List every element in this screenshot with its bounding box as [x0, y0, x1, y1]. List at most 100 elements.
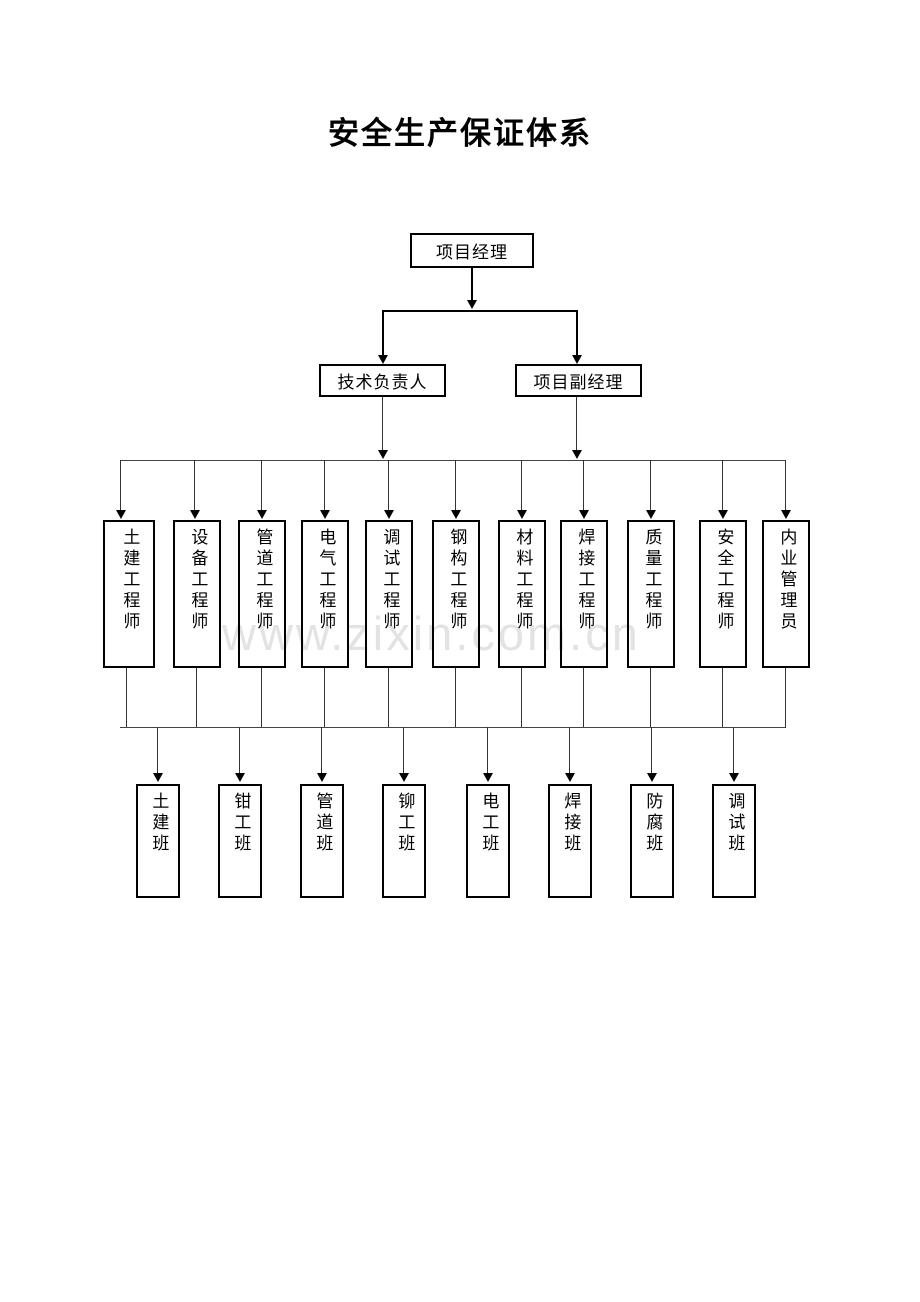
node-anticorrosion-team[interactable]: 防腐班 [630, 784, 674, 898]
node-label: 项目副经理 [533, 373, 624, 392]
connector-l1-down [471, 268, 473, 302]
arrow-l1-to-bus [467, 300, 477, 309]
drop-l4-3 [321, 727, 322, 775]
arrow-l3-6 [451, 510, 461, 519]
drop-l3-11 [785, 460, 786, 512]
node-project-manager[interactable]: 项目经理 [410, 233, 534, 268]
arrow-l4-4 [399, 773, 409, 782]
arrow-l3-8 [579, 510, 589, 519]
watermark-text: www.zixin.com.cn [222, 607, 641, 660]
riser-l3-11 [785, 668, 786, 728]
arrow-l3-2 [190, 510, 200, 519]
node-civil-engineer[interactable]: 土建工程师 [103, 520, 155, 668]
arrow-l3-3 [257, 510, 267, 519]
drop-l4-2 [239, 727, 240, 775]
node-fitter-team[interactable]: 钳工班 [218, 784, 262, 898]
drop-l3-8 [583, 460, 584, 512]
node-label: 调试工程师 [380, 528, 400, 633]
node-label: 土建班 [149, 792, 169, 855]
node-electrical-engineer[interactable]: 电气工程师 [301, 520, 349, 668]
node-safety-engineer[interactable]: 安全工程师 [699, 520, 747, 668]
node-label: 土建工程师 [120, 528, 140, 633]
node-label: 钢构工程师 [447, 528, 467, 633]
connector-bus-left [382, 310, 384, 358]
riser-l3-6 [455, 668, 456, 728]
arrow-l3-4 [320, 510, 330, 519]
drop-l3-7 [521, 460, 522, 512]
arrow-l4-8 [729, 773, 739, 782]
arrow-l4-5 [483, 773, 493, 782]
arrow-l4-7 [647, 773, 657, 782]
arrow-l3-5 [384, 510, 394, 519]
drop-l3-10 [722, 460, 723, 512]
node-label: 焊接工程师 [575, 528, 595, 633]
node-welding-engineer[interactable]: 焊接工程师 [560, 520, 608, 668]
node-commissioning-team[interactable]: 调试班 [712, 784, 756, 898]
node-quality-engineer[interactable]: 质量工程师 [627, 520, 675, 668]
node-label: 项目经理 [436, 243, 508, 262]
node-internal-administrator[interactable]: 内业管理员 [762, 520, 810, 668]
node-label: 材料工程师 [513, 528, 533, 633]
drop-l3-4 [324, 460, 325, 512]
node-label: 调试班 [725, 792, 745, 855]
drop-l3-6 [455, 460, 456, 512]
node-label: 铆工班 [395, 792, 415, 855]
drop-l4-8 [733, 727, 734, 775]
arrow-l4-1 [153, 773, 163, 782]
arrow-l4-6 [565, 773, 575, 782]
node-technical-director[interactable]: 技术负责人 [319, 364, 446, 397]
node-welding-team[interactable]: 焊接班 [548, 784, 592, 898]
node-label: 焊接班 [561, 792, 581, 855]
bus-level4 [120, 727, 785, 728]
riser-l3-10 [722, 668, 723, 728]
drop-l3-2 [194, 460, 195, 512]
arrow-to-deputy-manager [572, 355, 582, 364]
riser-l3-1 [126, 668, 127, 728]
node-label: 内业管理员 [777, 528, 797, 633]
node-material-engineer[interactable]: 材料工程师 [498, 520, 546, 668]
node-label: 设备工程师 [188, 528, 208, 633]
node-label: 防腐班 [643, 792, 663, 855]
node-label: 管道班 [313, 792, 333, 855]
node-electrician-team[interactable]: 电工班 [466, 784, 510, 898]
node-label: 电气工程师 [316, 528, 336, 633]
node-label: 管道工程师 [253, 528, 273, 633]
riser-l3-9 [650, 668, 651, 728]
arrow-l3-10 [718, 510, 728, 519]
arrow-l3-1 [116, 510, 126, 519]
node-label: 安全工程师 [714, 528, 734, 633]
node-commissioning-engineer[interactable]: 调试工程师 [365, 520, 413, 668]
node-riveting-team[interactable]: 铆工班 [382, 784, 426, 898]
drop-l4-5 [487, 727, 488, 775]
arrow-tech-to-bus [378, 450, 388, 459]
drop-l4-7 [651, 727, 652, 775]
node-civil-team[interactable]: 土建班 [136, 784, 180, 898]
connector-deputy-down [576, 397, 577, 452]
bus-level3 [120, 460, 785, 461]
node-deputy-project-manager[interactable]: 项目副经理 [515, 364, 642, 397]
arrow-l4-3 [317, 773, 327, 782]
arrow-l3-9 [646, 510, 656, 519]
arrow-l4-2 [235, 773, 245, 782]
arrow-deputy-to-bus [572, 450, 582, 459]
node-label: 电工班 [479, 792, 499, 855]
riser-l3-4 [324, 668, 325, 728]
connector-bus-right [576, 310, 578, 358]
bus-level2 [382, 310, 578, 312]
drop-l4-6 [569, 727, 570, 775]
drop-l4-1 [157, 727, 158, 775]
drop-l3-9 [650, 460, 651, 512]
drop-l4-4 [403, 727, 404, 775]
drop-l3-5 [388, 460, 389, 512]
node-label: 质量工程师 [642, 528, 662, 633]
drop-l3-3 [261, 460, 262, 512]
riser-l3-5 [388, 668, 389, 728]
node-equipment-engineer[interactable]: 设备工程师 [173, 520, 221, 668]
node-pipeline-team[interactable]: 管道班 [300, 784, 344, 898]
riser-l3-7 [521, 668, 522, 728]
riser-l3-2 [196, 668, 197, 728]
node-label: 技术负责人 [337, 373, 428, 392]
node-pipeline-engineer[interactable]: 管道工程师 [238, 520, 286, 668]
node-steel-structure-engineer[interactable]: 钢构工程师 [432, 520, 480, 668]
